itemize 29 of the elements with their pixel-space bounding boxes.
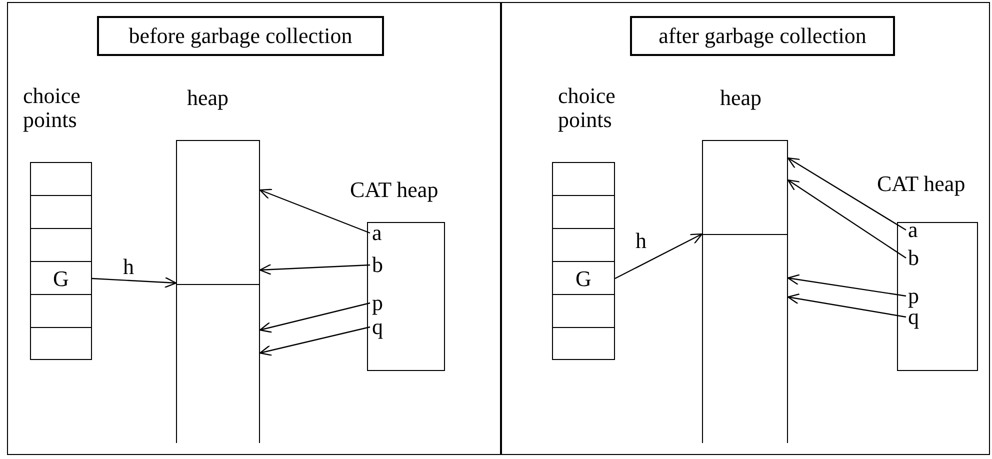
stack-cell: G bbox=[552, 262, 615, 295]
heap-label: heap bbox=[720, 86, 762, 110]
heap-label: heap bbox=[187, 86, 229, 110]
arrow bbox=[259, 188, 370, 234]
pointer-label: b bbox=[372, 253, 383, 277]
arrow bbox=[787, 293, 906, 318]
arrow bbox=[92, 276, 177, 288]
pointer-label: a bbox=[908, 218, 918, 242]
stack-label: choice points bbox=[558, 84, 616, 132]
title-box: before garbage collection bbox=[97, 16, 384, 56]
arrow bbox=[787, 157, 906, 231]
arrow bbox=[787, 179, 906, 258]
arrow bbox=[259, 326, 370, 356]
edge-label: h bbox=[122, 254, 135, 279]
arrow bbox=[259, 302, 370, 333]
pointer-label: p bbox=[908, 284, 919, 308]
pointer-label: q bbox=[372, 315, 383, 339]
pointer-label: a bbox=[372, 221, 382, 245]
stack-cell: G bbox=[30, 262, 92, 295]
arrow bbox=[787, 274, 906, 297]
arrow bbox=[614, 233, 703, 280]
stack-label: choice points bbox=[23, 84, 82, 132]
pointer-label: b bbox=[908, 246, 919, 270]
heap-label: CAT heap bbox=[877, 172, 966, 196]
pointer-label: p bbox=[372, 291, 383, 315]
edge-label: h bbox=[634, 229, 648, 254]
heap-label: CAT heap bbox=[350, 178, 438, 202]
title-box: after garbage collection bbox=[630, 16, 895, 56]
arrow bbox=[259, 264, 370, 276]
